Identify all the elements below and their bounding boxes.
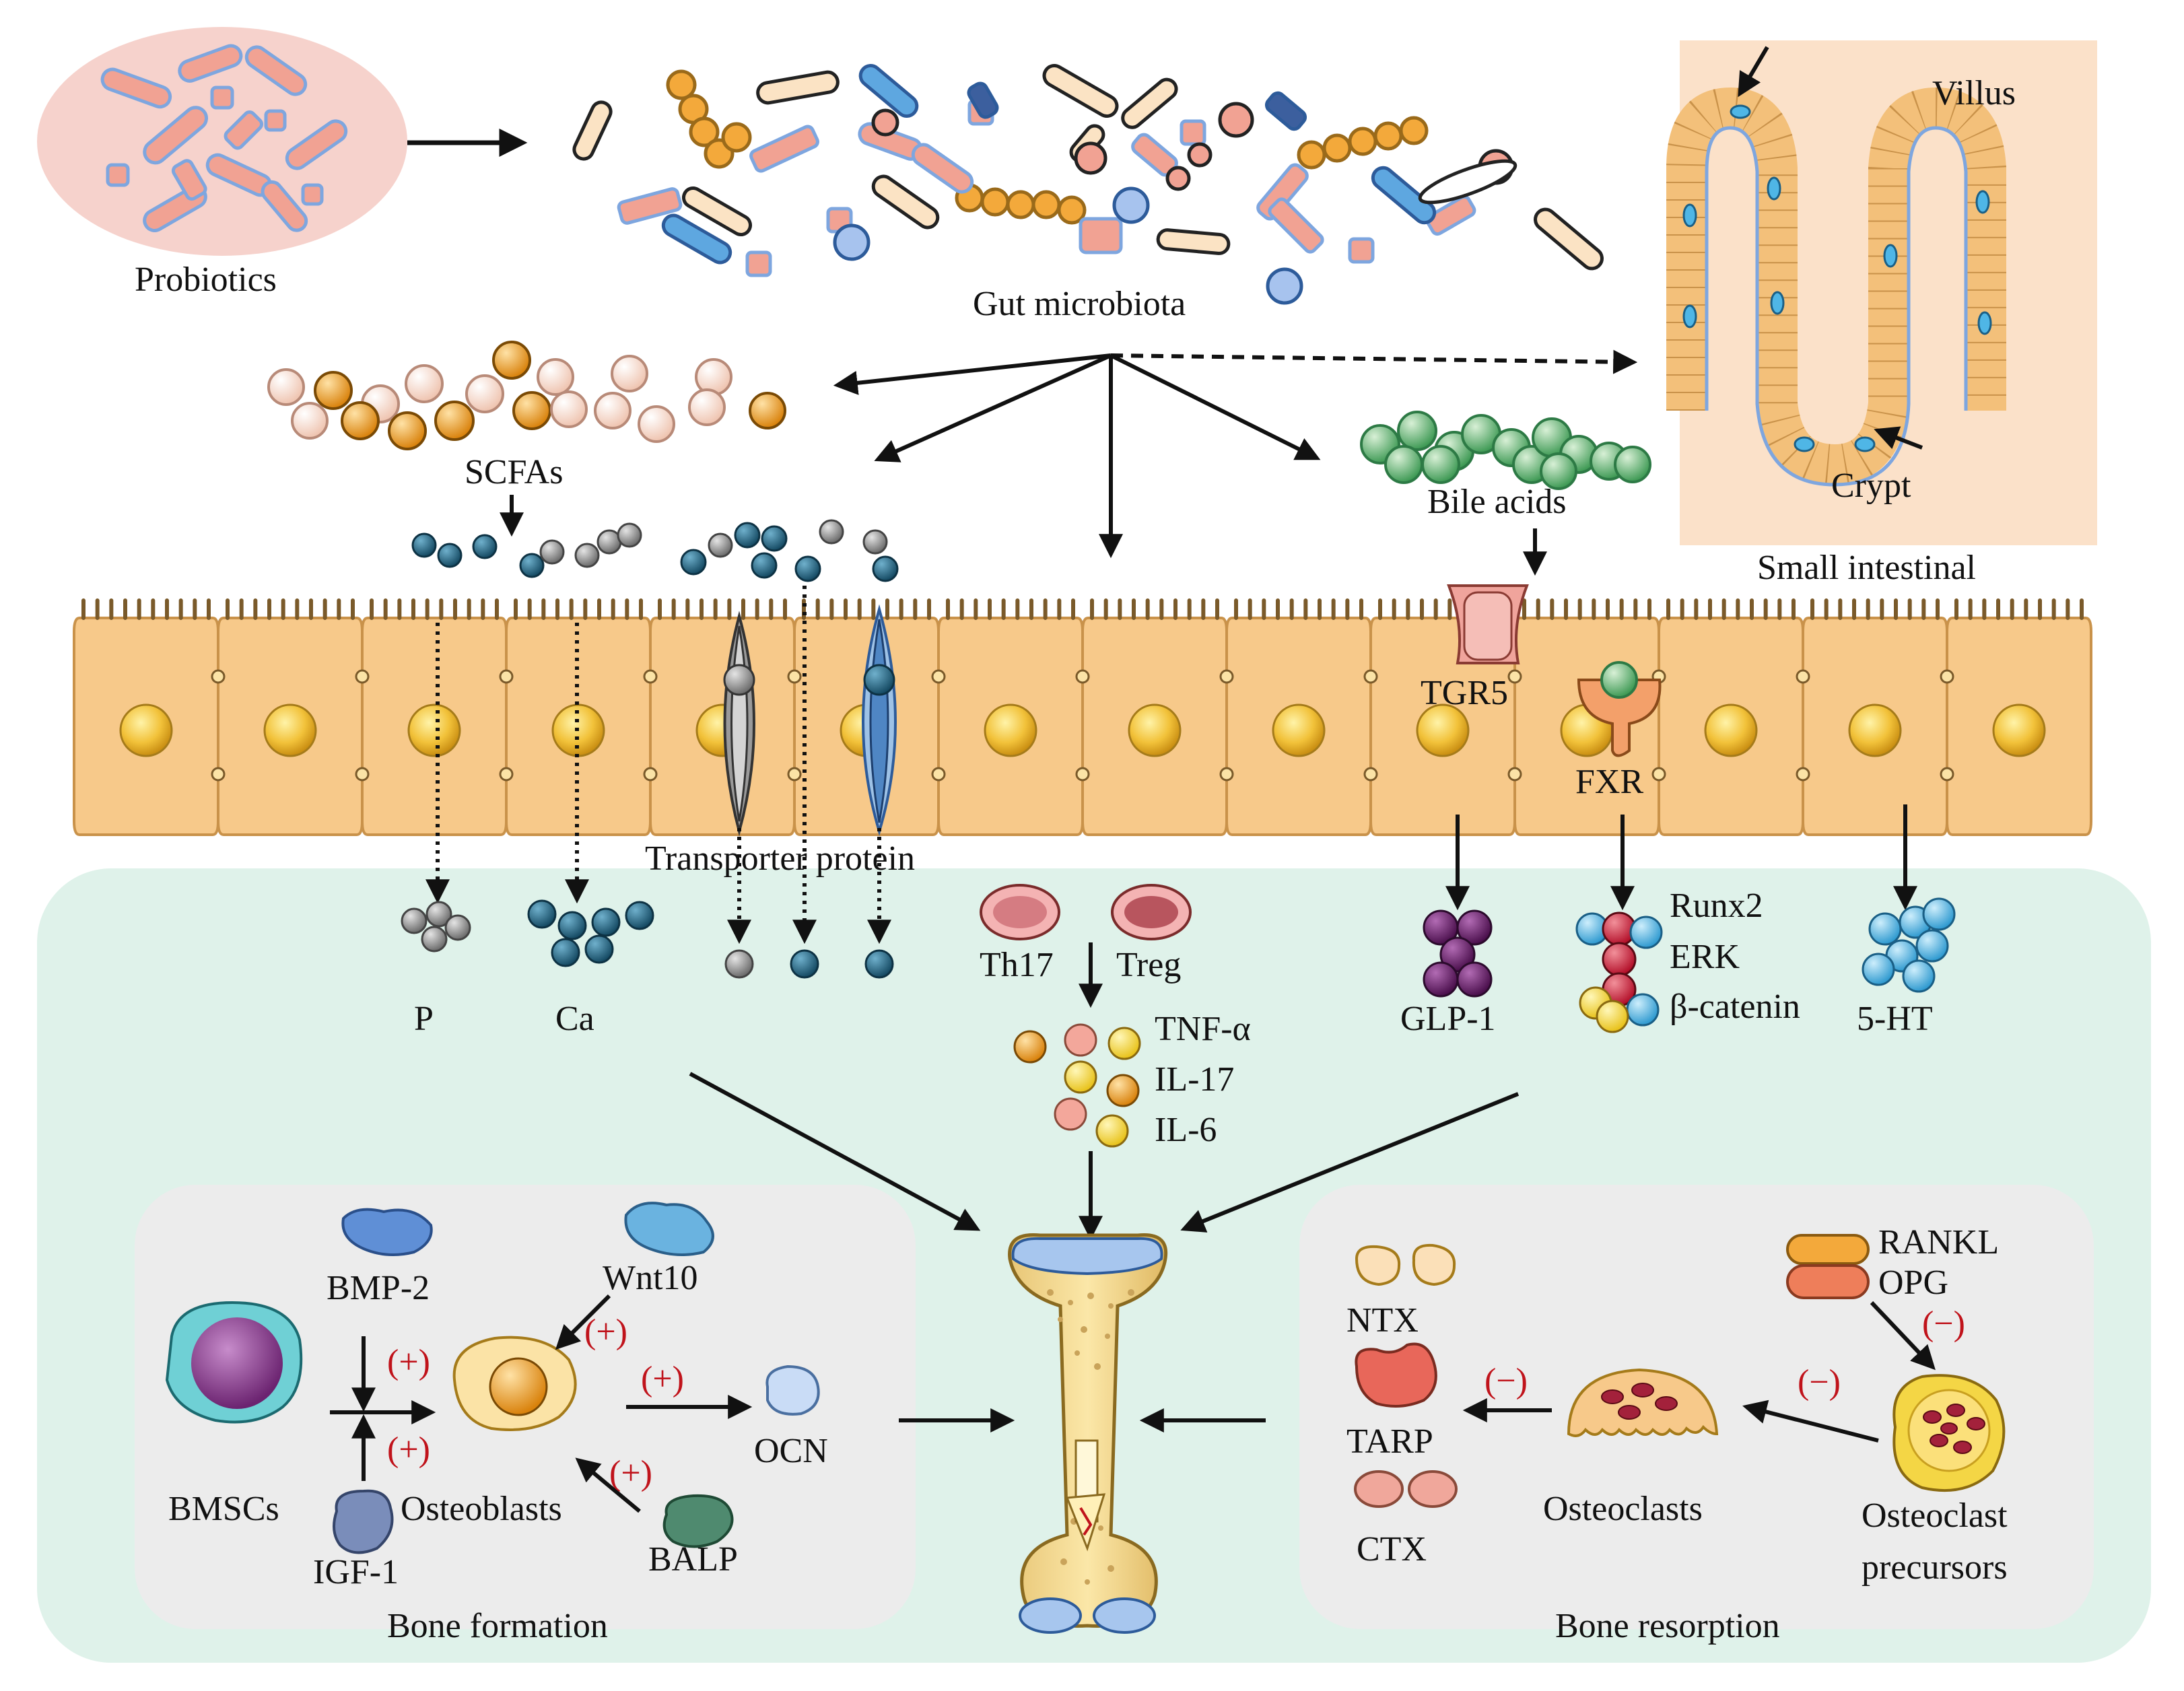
signals-to-bone-arrows [689, 1072, 1520, 1241]
probiotics-label: Probiotics [135, 261, 277, 299]
cytokines-cluster [1013, 1023, 1141, 1148]
tarp-label: TARP [1346, 1422, 1433, 1461]
bmscs-cell [165, 1301, 303, 1424]
precursor-effect-sign: (−) [1798, 1363, 1841, 1402]
mineral-transport-arrows [425, 586, 891, 944]
epithelial-cell [643, 598, 796, 836]
opg-label: OPG [1878, 1264, 1948, 1302]
epithelial-cell [73, 598, 219, 836]
ocn-effect-sign: (+) [641, 1360, 684, 1398]
bone-formation-label: Bone formation [387, 1607, 608, 1645]
ca-label: Ca [555, 1000, 594, 1038]
bmscs-label: BMSCs [168, 1490, 279, 1528]
bone-formation-arrows [330, 1294, 753, 1513]
rankl-opg-effect-sign: (−) [1922, 1305, 1965, 1343]
wnt10-protein [624, 1202, 714, 1256]
tgr5-label: TGR5 [1421, 674, 1508, 712]
epithelial-cell [1651, 598, 1804, 836]
osteoclast-precursor-cell [1892, 1374, 2006, 1492]
runx2-label: Runx2 [1670, 887, 1763, 925]
th17-label: Th17 [980, 946, 1054, 984]
igf1-protein [333, 1489, 394, 1554]
bmp2-protein [341, 1208, 433, 1256]
erk-label: ERK [1670, 938, 1740, 976]
bone-resorption-label: Bone resorption [1555, 1607, 1780, 1645]
tnf-alpha-label: TNF-α [1155, 1010, 1251, 1048]
osteoclast-effect-sign: (−) [1485, 1362, 1528, 1400]
villus-label: Villus [1932, 74, 2016, 112]
beta-catenin-label: β-catenin [1670, 988, 1800, 1026]
epithelial-cell [1219, 598, 1372, 836]
glp1-cluster [1423, 909, 1493, 998]
il17-label: IL-17 [1155, 1060, 1234, 1099]
luminal-minerals [411, 519, 899, 582]
balp-protein [662, 1494, 734, 1548]
osteoclasts-label: Osteoclasts [1543, 1490, 1703, 1528]
ocn-label: OCN [754, 1432, 828, 1470]
ocn-protein [765, 1365, 820, 1416]
intestinal-epithelium [73, 598, 2092, 836]
microbiota-arrows [833, 349, 1638, 559]
small-intestinal-label: Small intestinal [1757, 549, 1976, 587]
bile-acids-label: Bile acids [1427, 483, 1567, 521]
fxr-label: FXR [1575, 763, 1643, 801]
probiotics-cluster [37, 27, 407, 256]
igf1-label: IGF-1 [313, 1553, 399, 1591]
calcium-cluster [527, 899, 654, 967]
crypt-label: Crypt [1831, 467, 1911, 505]
bile-acids-cluster [1360, 411, 1651, 490]
glp1-label: GLP-1 [1400, 1000, 1496, 1038]
p-label: P [414, 1000, 434, 1038]
5ht-label: 5-HT [1857, 1000, 1933, 1038]
transporter-protein-blue [862, 604, 897, 836]
serotonin-cluster [1862, 897, 1956, 993]
wnt10-effect-sign: (+) [584, 1313, 627, 1351]
transported-ions [724, 949, 894, 979]
runx2-erk-catenin-cluster [1575, 911, 1663, 1033]
bone [1008, 1233, 1168, 1634]
small-intestine-villus-inset [1666, 40, 2097, 545]
osteoclast-cell [1567, 1368, 1719, 1437]
osteoclast-precursors-label-2: precursors [1862, 1548, 2008, 1587]
gut-microbiota-label: Gut microbiota [973, 285, 1186, 323]
ntx-label: NTX [1346, 1301, 1419, 1340]
wnt10-label: Wnt10 [603, 1259, 698, 1297]
transporter-protein-gray [723, 611, 755, 837]
receptor-downstream-arrows [1445, 804, 1917, 911]
epithelial-cell [355, 598, 508, 836]
treg-label: Treg [1116, 946, 1181, 984]
bone-resorption-arrows [1462, 1301, 1936, 1443]
rankl-label: RANKL [1878, 1223, 1999, 1262]
phosphate-cluster [401, 901, 471, 953]
bmp2-effect-sign: (+) [387, 1343, 430, 1381]
tarp-protein [1355, 1342, 1437, 1408]
osteoblasts-label: Osteoblasts [401, 1490, 562, 1528]
transporter-protein-label: Transporter protein [645, 839, 915, 878]
ctx-label: CTX [1357, 1530, 1427, 1568]
epithelial-cell [931, 598, 1084, 836]
ctx-proteins [1354, 1470, 1458, 1508]
epithelial-cell [1940, 598, 2092, 836]
il6-label: IL-6 [1155, 1111, 1217, 1149]
igf1-effect-sign: (+) [387, 1430, 430, 1469]
th17-cell [980, 884, 1060, 940]
epithelial-cell [1796, 598, 1948, 836]
bmp2-label: BMP-2 [327, 1269, 430, 1307]
treg-cell [1111, 884, 1192, 940]
ntx-proteins [1355, 1243, 1456, 1286]
fxr-receptor [1577, 661, 1662, 757]
scfas-label: SCFAs [465, 453, 563, 491]
gut-microbiota-cluster [572, 64, 1604, 305]
balp-label: BALP [648, 1540, 738, 1579]
scfa-cluster [267, 341, 786, 450]
balp-effect-sign: (+) [609, 1454, 652, 1492]
epithelial-cell [211, 598, 364, 836]
tgr5-receptor [1447, 584, 1529, 664]
osteoblast-cell [452, 1336, 577, 1431]
rankl-opg-proteins [1786, 1234, 1870, 1299]
osteoclast-precursors-label-1: Osteoclast [1862, 1496, 2008, 1535]
epithelial-cell [1075, 598, 1228, 836]
